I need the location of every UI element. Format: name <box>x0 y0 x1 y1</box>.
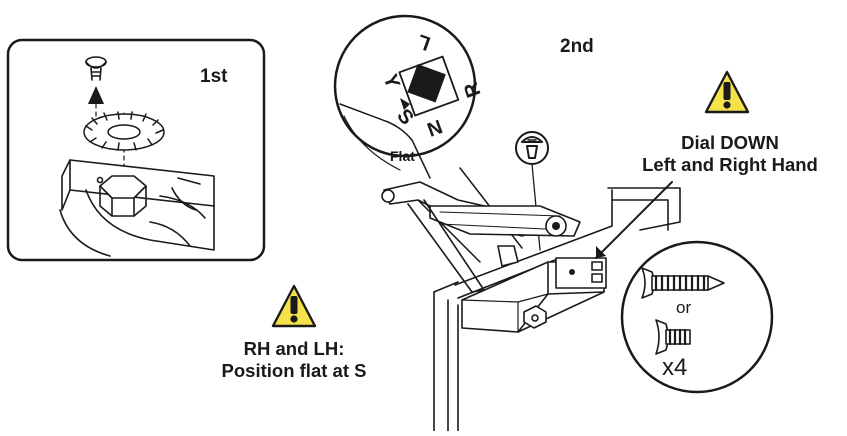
warning-position-flat-line1: RH and LH: <box>243 338 345 359</box>
machine-screw-icon <box>655 319 691 355</box>
toothed-washer-icon <box>83 111 165 151</box>
flat-label: Flat <box>390 148 415 164</box>
or-label: or <box>676 298 692 317</box>
quantity-label: x4 <box>662 354 688 381</box>
dial-knob-icon <box>407 64 446 103</box>
closer-body <box>461 257 607 333</box>
step1-label: 1st <box>200 66 228 87</box>
warning-icon <box>271 284 317 328</box>
closer-arm <box>381 181 581 293</box>
step2-label: 2nd <box>560 36 594 57</box>
step1-panel <box>6 38 266 262</box>
warning-text-dial-down: Dial DOWN Left and Right Hand <box>618 132 842 176</box>
warning-dial-down-line2: Left and Right Hand <box>642 154 818 176</box>
dial-magnifier <box>333 14 523 263</box>
valve-pointer-arrowhead <box>596 246 606 258</box>
warning-icon <box>704 70 750 114</box>
valve-pointer-line <box>595 181 673 259</box>
closer-body-detail <box>59 159 215 257</box>
warning-text-position-flat: RH and LH: Position flat at S <box>206 338 382 382</box>
screws-magnifier <box>620 240 774 394</box>
self-drill-screw-icon <box>641 267 725 299</box>
warning-dial-down-line1: Dial DOWN <box>681 132 779 153</box>
small-screw-icon <box>85 56 107 81</box>
warning-position-flat-line2: Position flat at S <box>221 360 367 382</box>
